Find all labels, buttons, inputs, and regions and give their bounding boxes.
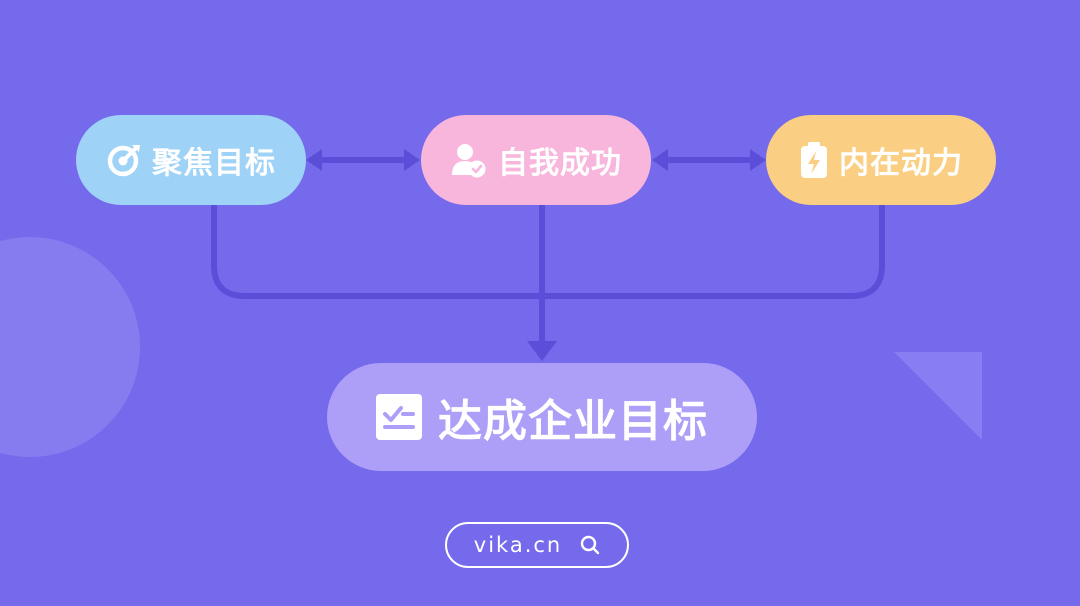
target-icon [106, 142, 142, 178]
node-goal-label: 达成企业目标 [438, 396, 708, 447]
search-text: vika.cn [473, 533, 563, 557]
search-icon [580, 535, 600, 555]
edge-focus-goal [211, 202, 545, 299]
search-pill[interactable]: vika.cn [445, 522, 629, 568]
node-self-label: 自我成功 [498, 146, 622, 181]
edge-drive-goal [539, 202, 885, 299]
node-drive-label: 内在动力 [839, 146, 963, 181]
background-triangle [894, 352, 982, 440]
node-drive: 内在动力 [766, 115, 996, 205]
node-goal: 达成企业目标 [327, 363, 757, 471]
arrowhead-right-1 [404, 149, 420, 171]
node-self: 自我成功 [421, 115, 651, 205]
arrowhead-right-2 [750, 149, 766, 171]
arrowhead-left-1 [306, 149, 322, 171]
checklist-icon [376, 394, 422, 440]
arrowhead-left-2 [652, 149, 668, 171]
user-check-icon [450, 141, 488, 179]
arrowhead-down [527, 341, 557, 361]
node-focus-label: 聚焦目标 [152, 146, 276, 181]
node-focus: 聚焦目标 [76, 115, 306, 205]
battery-bolt-icon [799, 141, 829, 179]
